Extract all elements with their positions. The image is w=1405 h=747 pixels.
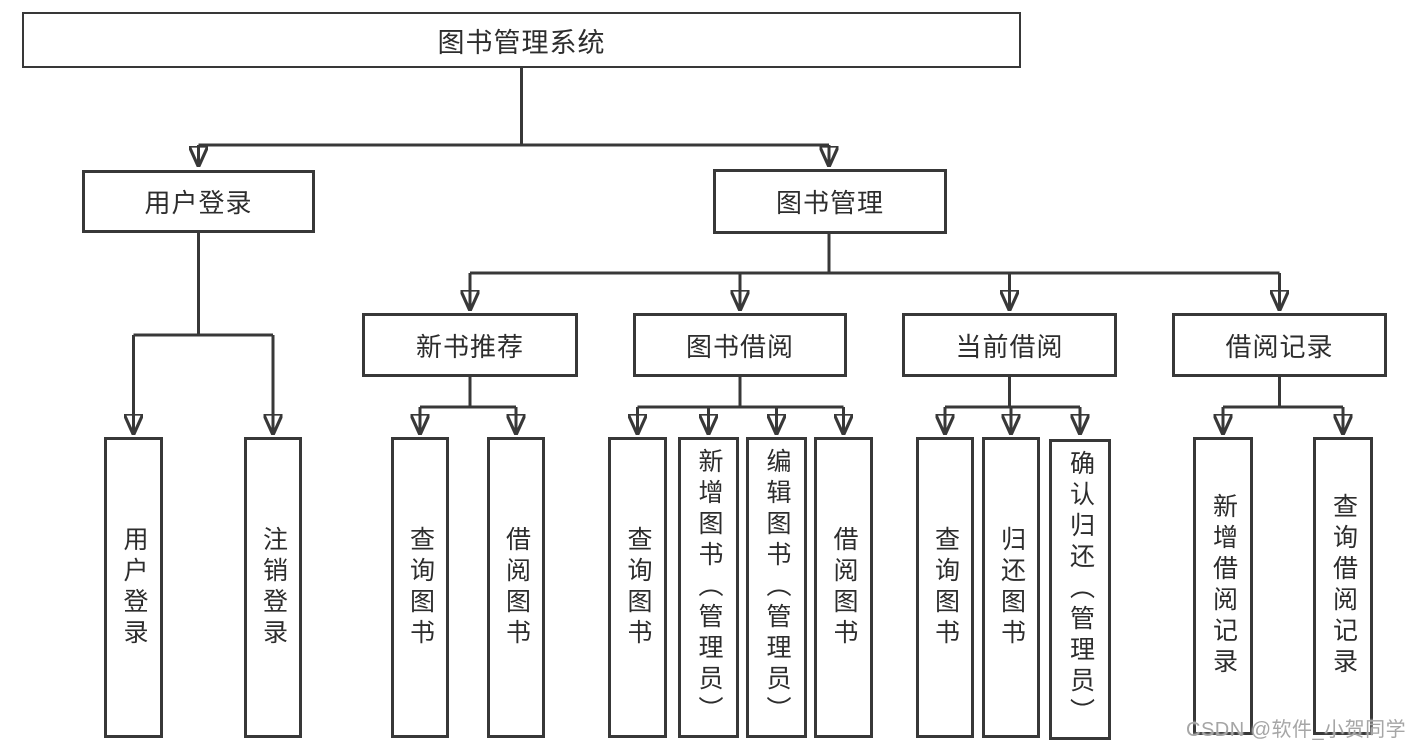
connector-group-book-borrow — [638, 377, 844, 434]
node-current-borrow: 当前借阅 — [902, 313, 1117, 377]
node-return-book: 归还图书 — [982, 437, 1040, 738]
node-book-management-branch: 图书管理 — [713, 169, 947, 234]
connector-book-branch-to-level3 — [470, 234, 1280, 310]
node-borrow-records: 借阅记录 — [1172, 313, 1387, 377]
node-query-books-current: 查询图书 — [916, 437, 974, 738]
node-confirm-return-admin: 确认归还（管理员） — [1049, 439, 1111, 740]
node-new-book-recommend: 新书推荐 — [362, 313, 578, 377]
node-add-book-admin: 新增图书（管理员） — [678, 437, 739, 738]
node-add-borrow-record: 新增借阅记录 — [1193, 437, 1253, 735]
connector-root-to-level2 — [199, 68, 830, 166]
node-edit-book-admin: 编辑图书（管理员） — [746, 437, 807, 738]
node-user-login-leaf: 用户登录 — [104, 437, 163, 738]
csdn-watermark: CSDN @软件_小贺同学 — [1186, 719, 1405, 741]
connector-group-borrow-records — [1223, 377, 1343, 434]
connector-user-branch — [134, 233, 274, 434]
node-book-borrow: 图书借阅 — [633, 313, 847, 377]
node-borrow-books-leaf: 借阅图书 — [814, 437, 873, 738]
node-query-borrow-record: 查询借阅记录 — [1313, 437, 1373, 735]
node-logout-leaf: 注销登录 — [244, 437, 302, 738]
node-user-login-branch: 用户登录 — [82, 170, 315, 233]
node-query-books-recommend: 查询图书 — [391, 437, 449, 738]
connector-group-new-book — [420, 377, 516, 434]
node-query-books-borrow: 查询图书 — [608, 437, 667, 738]
node-library-management-system: 图书管理系统 — [22, 12, 1021, 68]
node-borrow-books-recommend: 借阅图书 — [487, 437, 545, 738]
connector-group-current-borrow — [945, 377, 1080, 434]
